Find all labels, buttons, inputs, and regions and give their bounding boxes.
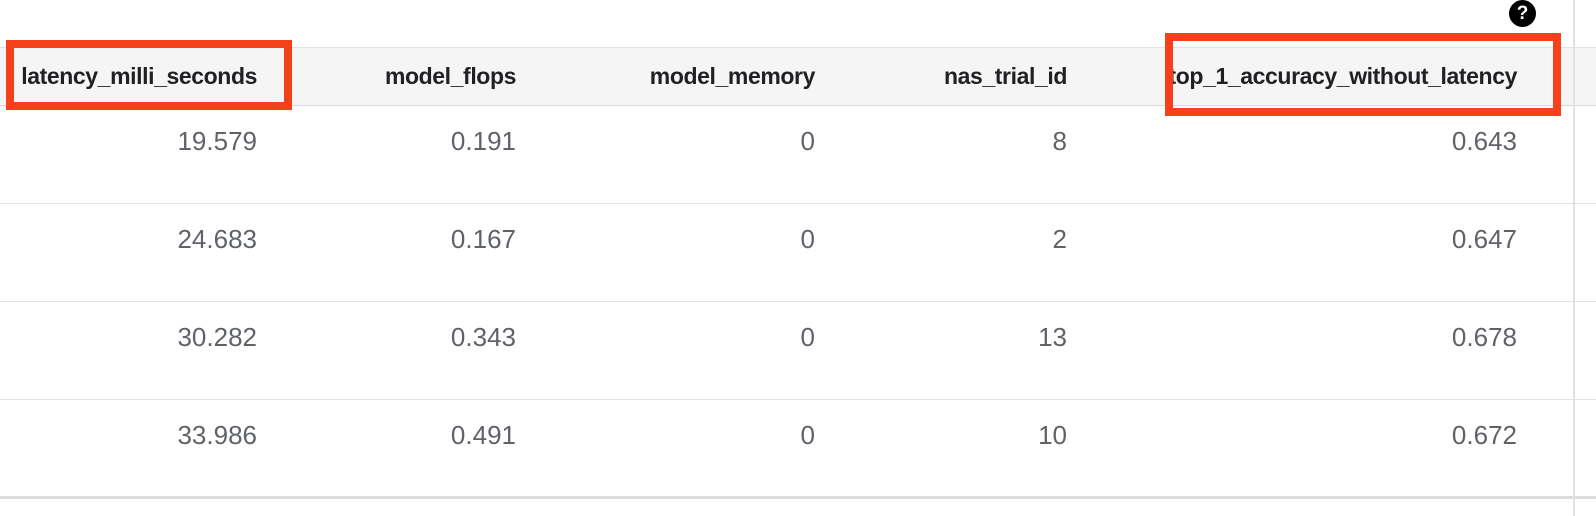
- column-header-latency_milli_seconds: latency_milli_seconds: [0, 47, 273, 106]
- cell-model_memory: 0: [532, 399, 831, 499]
- cell-latency_milli_seconds: 30.282: [0, 301, 273, 400]
- cell-nas_trial_id: 10: [831, 399, 1083, 499]
- cell-overflow: [1573, 301, 1596, 400]
- cell-top_1_accuracy_without_latency: 0.678: [1083, 301, 1573, 400]
- cell-nas_trial_id: 2: [831, 203, 1083, 302]
- cell-latency_milli_seconds: 24.683: [0, 203, 273, 302]
- cell-top_1_accuracy_without_latency: 0.643: [1083, 105, 1573, 204]
- cell-top_1_accuracy_without_latency: 0.647: [1083, 203, 1573, 302]
- cell-top_1_accuracy_without_latency: 0.672: [1083, 399, 1573, 499]
- cell-nas_trial_id: 13: [831, 301, 1083, 400]
- cell-model_memory: 0: [532, 203, 831, 302]
- column-header-model_flops: model_flops: [273, 47, 532, 106]
- cell-model_flops: 0.491: [273, 399, 532, 499]
- cell-model_memory: 0: [532, 105, 831, 204]
- column-header-overflow: [1573, 47, 1596, 106]
- column-header-nas_trial_id: nas_trial_id: [831, 47, 1083, 106]
- cell-overflow: [1573, 203, 1596, 302]
- cell-model_memory: 0: [532, 301, 831, 400]
- column-header-top_1_accuracy_without_latency: top_1_accuracy_without_latency: [1083, 47, 1573, 106]
- cell-latency_milli_seconds: 33.986: [0, 399, 273, 499]
- cell-latency_milli_seconds: 19.579: [0, 105, 273, 204]
- cell-model_flops: 0.343: [273, 301, 532, 400]
- cell-model_flops: 0.191: [273, 105, 532, 204]
- cell-nas_trial_id: 8: [831, 105, 1083, 204]
- column-header-model_memory: model_memory: [532, 47, 831, 106]
- cell-model_flops: 0.167: [273, 203, 532, 302]
- help-icon[interactable]: ?: [1509, 0, 1536, 27]
- cell-overflow: [1573, 105, 1596, 204]
- cell-overflow: [1573, 399, 1596, 499]
- column-divider-line: [1573, 0, 1575, 516]
